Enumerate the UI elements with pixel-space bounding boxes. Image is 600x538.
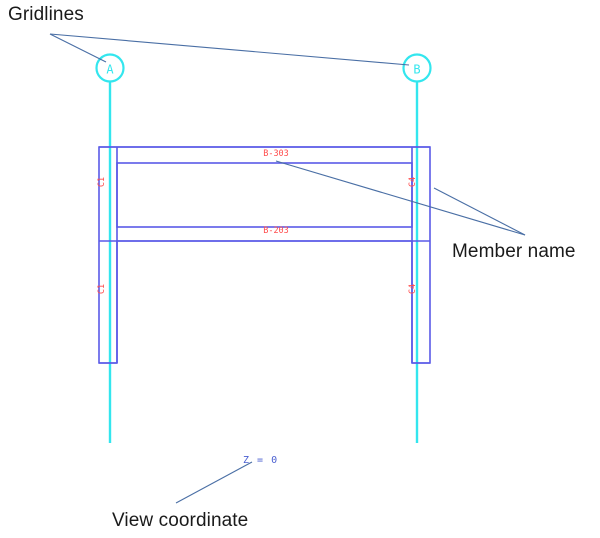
gridline-group-A[interactable]: A bbox=[95, 53, 125, 444]
gridline-group-B[interactable]: B bbox=[402, 53, 432, 444]
annotation-label-view-coordinate: View coordinate bbox=[112, 510, 249, 531]
leader-member-name-to-column bbox=[433, 187, 526, 236]
gridline-bubble-B[interactable] bbox=[402, 53, 432, 83]
leader-gridlines-to-B bbox=[49, 33, 410, 66]
member-label-column-lower-left: C1 bbox=[97, 284, 107, 294]
leader-member-name-to-beam bbox=[275, 160, 526, 236]
lower-storey-opening[interactable] bbox=[116, 240, 413, 363]
member-outer-outline[interactable] bbox=[98, 146, 431, 364]
member-label-column-upper-left: C1 bbox=[97, 177, 107, 187]
member-label-column-lower-right: C4 bbox=[408, 284, 418, 294]
member-label-beam-lower: B-203 bbox=[263, 226, 289, 236]
member-label-beam-upper: B-303 bbox=[263, 149, 289, 159]
gridline-label-B: B bbox=[413, 63, 420, 77]
view-coordinate-value: Z = 0 bbox=[243, 455, 278, 466]
gridline-label-A: A bbox=[106, 63, 114, 77]
leader-view-coordinate bbox=[175, 461, 253, 504]
annotation-leaders-group bbox=[49, 33, 526, 504]
member-label-column-upper-right: C4 bbox=[408, 177, 418, 187]
annotation-label-member-name: Member name bbox=[452, 241, 576, 262]
annotation-label-gridlines: Gridlines bbox=[8, 4, 84, 25]
structural-members-group[interactable] bbox=[98, 146, 431, 364]
beam-B303-web-opening[interactable] bbox=[116, 162, 413, 228]
gridline-bubble-A[interactable] bbox=[95, 53, 125, 83]
member-label-group: B-303 B-203 C1 C4 C1 C4 bbox=[97, 149, 418, 294]
leader-gridlines-to-A bbox=[49, 33, 107, 63]
